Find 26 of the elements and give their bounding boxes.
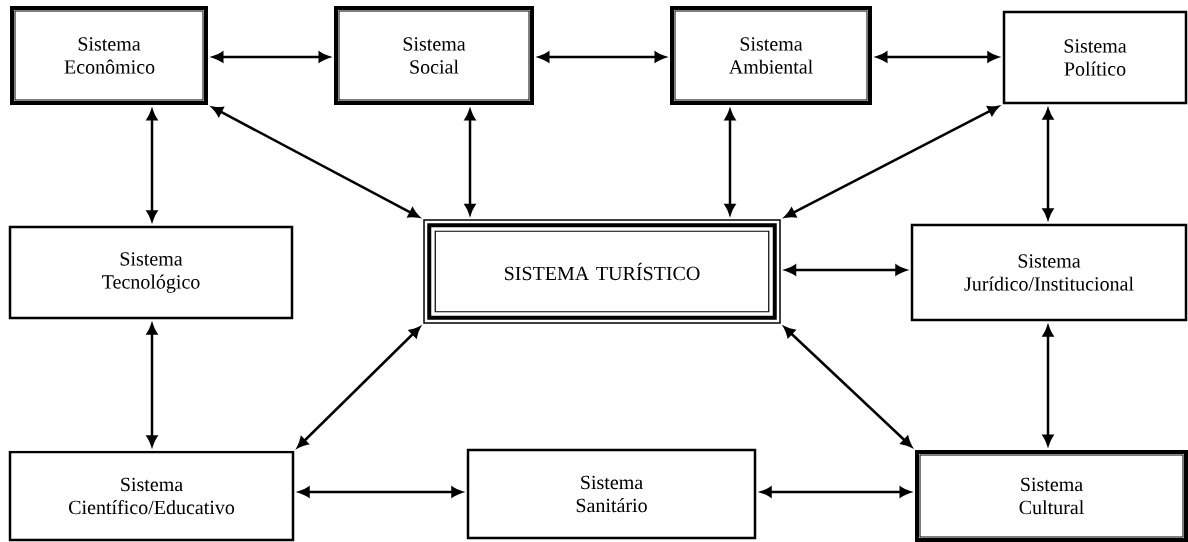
arrow: [783, 326, 913, 448]
arrow: [146, 323, 158, 447]
arrow: [146, 109, 158, 222]
arrow: [1042, 108, 1054, 220]
arrow: [876, 51, 999, 63]
box: Sistema Jurídico/Institucional: [910, 223, 1188, 322]
arrow: [212, 51, 330, 63]
double-bordered-box: Sistema Cultural: [915, 450, 1188, 542]
arrow: [1042, 325, 1054, 446]
double-bordered-box: Sistema Ambiental: [670, 6, 872, 105]
box: Sistema Científico/Educativo: [8, 450, 295, 542]
arrow: [464, 109, 476, 215]
arrow: [297, 326, 421, 448]
arrow: [538, 51, 666, 63]
arrow: [784, 105, 999, 218]
arrow: [724, 109, 736, 215]
box: Sistema Sanitário: [466, 448, 757, 540]
box: Sistema Político: [1002, 10, 1188, 105]
arrow: [298, 486, 463, 498]
box: Sistema Tecnológico: [8, 225, 294, 320]
arrow: [760, 486, 911, 498]
arrow: [785, 264, 907, 276]
double-bordered-box: Sistema Econômico: [10, 6, 208, 105]
double-bordered-box: Sistema Social: [334, 6, 534, 105]
central-box: SISTEMA TURÍSTICO: [423, 219, 781, 324]
arrow: [211, 106, 420, 218]
